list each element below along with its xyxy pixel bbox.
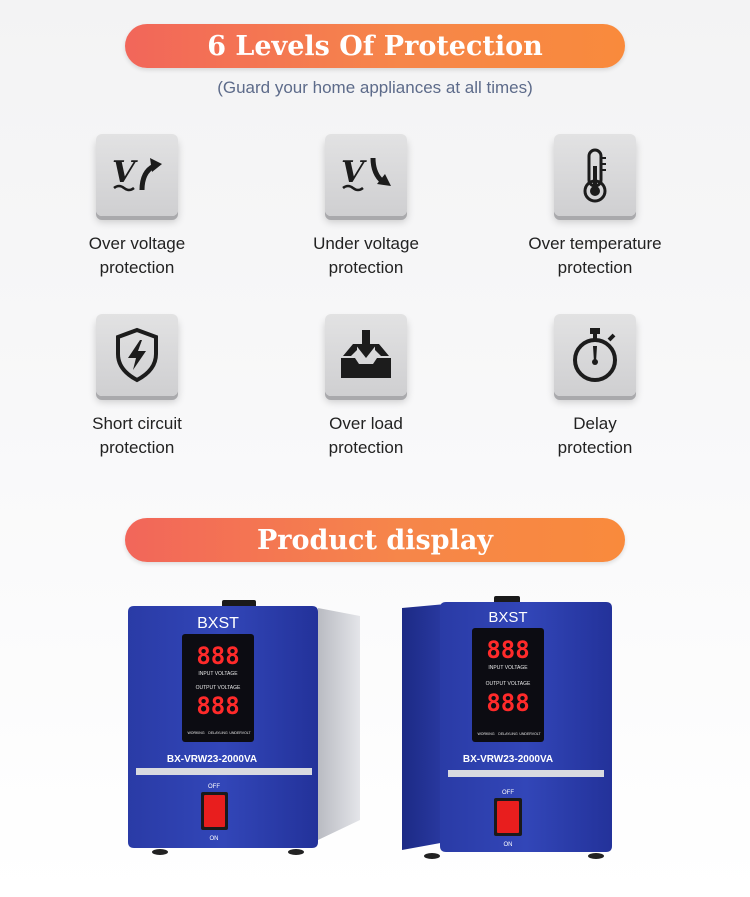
- feature-over-load: Over load protection: [266, 314, 466, 460]
- led-label: UNDERVOLT: [229, 731, 251, 735]
- product-device-1: BXST 888 INPUT VOLTAGE OUTPUT VOLTAGE 88…: [128, 600, 360, 855]
- section-title-protection: 6 Levels Of Protection: [125, 24, 625, 68]
- section-subtitle: (Guard your home appliances at all times…: [217, 78, 533, 97]
- feature-label: Over load protection: [328, 414, 404, 457]
- product-photo: BXST 888 INPUT VOLTAGE OUTPUT VOLTAGE 88…: [128, 596, 612, 859]
- led-label: WORKING: [187, 731, 204, 735]
- feature-over-voltage: V Over voltage protection: [37, 134, 237, 280]
- input-voltage-label: INPUT VOLTAGE: [198, 671, 238, 677]
- output-voltage-label: OUTPUT VOLTAGE: [196, 685, 241, 691]
- section-title-text: Product display: [256, 524, 493, 556]
- input-display: 888: [196, 642, 239, 670]
- model-label: BX-VRW23-2000VA: [167, 754, 257, 765]
- over-voltage-icon: V: [96, 134, 178, 216]
- brand-logo: BXST: [197, 615, 239, 632]
- feature-delay: Delay protection: [495, 314, 695, 460]
- svg-text:V: V: [341, 155, 367, 190]
- switch-off-label: OFF: [502, 790, 514, 796]
- feature-label: Under voltage protection: [313, 234, 419, 277]
- led-label: WORKING: [477, 732, 494, 736]
- input-display: 888: [486, 636, 529, 664]
- shield-lightning-icon: [96, 314, 178, 396]
- led-label: UNDERVOLT: [519, 732, 541, 736]
- switch-on-label: ON: [504, 842, 513, 848]
- stopwatch-icon: [554, 314, 636, 396]
- led-label: DELAYLING: [498, 732, 518, 736]
- switch-off-label: OFF: [208, 784, 220, 790]
- brand-logo: BXST: [488, 609, 527, 626]
- switch-on-label: ON: [210, 836, 219, 842]
- svg-text:V: V: [112, 155, 138, 190]
- feature-label: Short circuit protection: [92, 414, 182, 457]
- feature-under-voltage: V Under voltage protection: [266, 134, 466, 280]
- section-title-product: Product display: [125, 518, 625, 562]
- output-display: 888: [486, 689, 529, 717]
- thermometer-icon: [554, 134, 636, 216]
- feature-short-circuit: Short circuit protection: [37, 314, 237, 460]
- product-device-2: BXST 888 INPUT VOLTAGE OUTPUT VOLTAGE 88…: [402, 596, 612, 859]
- feature-over-temperature: Over temperature protection: [495, 134, 695, 280]
- tray-download-icon: [325, 314, 407, 396]
- feature-label: Over voltage protection: [88, 234, 186, 277]
- section-title-text: 6 Levels Of Protection: [207, 30, 543, 62]
- feature-label: Delay protection: [557, 414, 633, 457]
- feature-label: Over temperature protection: [528, 234, 662, 277]
- under-voltage-icon: V: [325, 134, 407, 216]
- output-display: 888: [196, 692, 239, 720]
- input-voltage-label: INPUT VOLTAGE: [488, 665, 528, 671]
- led-label: DELAYLING: [208, 731, 228, 735]
- model-label: BX-VRW23-2000VA: [463, 754, 553, 765]
- output-voltage-label: OUTPUT VOLTAGE: [486, 681, 531, 687]
